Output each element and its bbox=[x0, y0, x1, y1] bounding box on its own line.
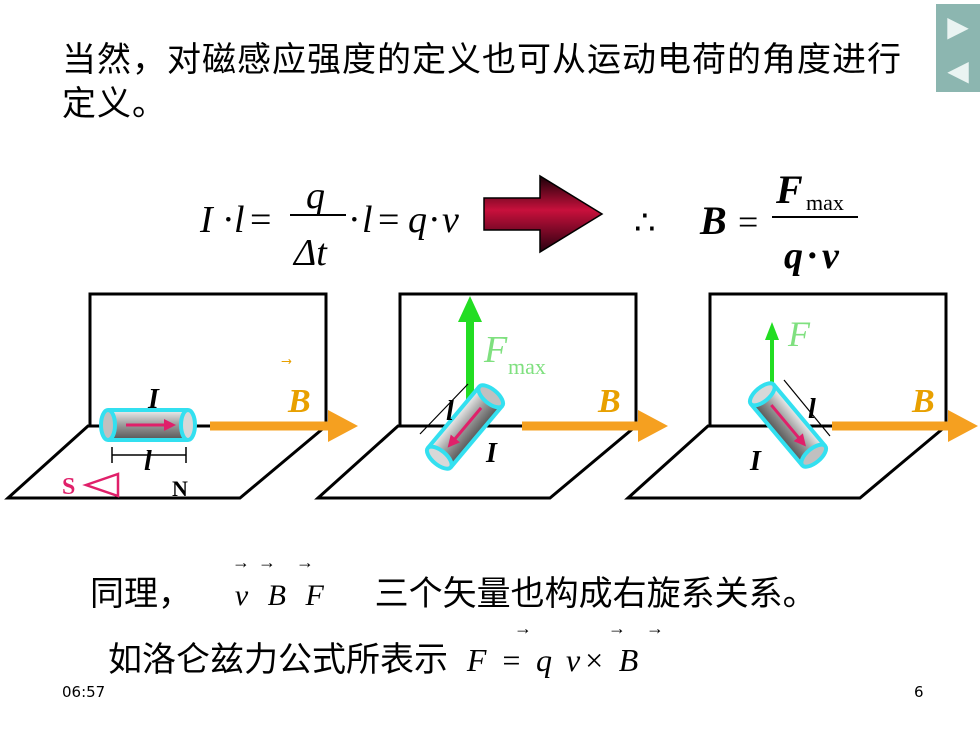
eq-q: q bbox=[408, 199, 427, 241]
svg-text:=: = bbox=[378, 199, 399, 241]
eq-B: B bbox=[699, 198, 727, 243]
svg-text:→: → bbox=[232, 552, 250, 572]
eq-q-bottom: q bbox=[784, 235, 803, 277]
label-I-2: I bbox=[485, 438, 498, 469]
svg-text:→: → bbox=[296, 552, 314, 572]
implies-arrow-icon bbox=[483, 174, 604, 254]
label-F-max-sub: max bbox=[508, 354, 546, 379]
svg-text:·: · bbox=[806, 235, 819, 277]
eq-v: v bbox=[442, 199, 459, 241]
field-arrow-icon-2 bbox=[638, 410, 668, 442]
field-arrow-icon bbox=[328, 410, 358, 442]
label-B-1: B bbox=[287, 383, 311, 420]
label-B-3: B bbox=[911, 383, 935, 420]
label-l-3: l bbox=[808, 394, 816, 425]
equation-right: ∴ B = F max q · v bbox=[634, 167, 858, 277]
panel-2: F max l I B bbox=[314, 292, 668, 500]
current-arrow-icon bbox=[164, 419, 176, 431]
force-arrow-icon bbox=[458, 296, 482, 322]
svg-text:=: = bbox=[738, 202, 758, 242]
line-2: 如洛仑兹力公式所表示 F = q v× B bbox=[108, 632, 641, 681]
equation-left: I · l = q Δt · l = q · v bbox=[199, 175, 459, 274]
vector-labels: v B F bbox=[234, 579, 330, 612]
eq-max: max bbox=[806, 190, 844, 215]
vector-arrows-line2: → → → bbox=[514, 618, 664, 638]
svg-text:→: → bbox=[258, 552, 276, 572]
eq-l-2: l bbox=[362, 199, 373, 241]
label-N: N bbox=[172, 476, 188, 501]
label-I-3: I bbox=[749, 446, 762, 477]
label-B-2: B bbox=[597, 383, 621, 420]
eq-l: l bbox=[234, 199, 245, 241]
label-l-1: l bbox=[144, 446, 152, 477]
play-right-icon[interactable]: ▶ bbox=[947, 9, 969, 43]
label-S: S bbox=[62, 474, 75, 500]
svg-text:·: · bbox=[348, 199, 361, 241]
eq-I: I bbox=[199, 199, 215, 241]
line2-text: 如洛仑兹力公式所表示 bbox=[108, 640, 448, 680]
svg-text:→: → bbox=[608, 618, 626, 638]
svg-text:→: → bbox=[514, 618, 532, 638]
slide-title: 当然，对磁感应强度的定义也可从运动电荷的角度进行定义。 bbox=[62, 40, 902, 124]
panel-3: F l I B bbox=[624, 292, 978, 500]
svg-text:⃗: ⃗ bbox=[281, 359, 292, 364]
force-arrow-icon-3 bbox=[765, 322, 779, 340]
svg-text:·: · bbox=[222, 199, 235, 241]
footer-time: 06:57 bbox=[62, 683, 106, 701]
lorentz-formula: F = q v× B bbox=[466, 642, 642, 678]
label-F-3: F bbox=[787, 314, 811, 354]
label-l-2: l bbox=[446, 396, 454, 427]
play-left-icon[interactable]: ◀ bbox=[947, 53, 969, 87]
compass-needle-icon bbox=[82, 472, 120, 498]
therefore-symbol: ∴ bbox=[634, 205, 656, 242]
line-1: 同理， v B F 三个矢量也构成右旋系关系。 bbox=[90, 566, 817, 615]
eq-delta-t: Δt bbox=[292, 232, 328, 274]
eq-q-numerator: q bbox=[306, 175, 325, 217]
slide-nav: ▶ ◀ bbox=[936, 4, 980, 92]
label-I-1: I bbox=[147, 384, 160, 415]
panel-1: I B ⃗ l S N bbox=[4, 292, 358, 501]
field-arrow-icon-3 bbox=[948, 410, 978, 442]
svg-text:·: · bbox=[428, 199, 441, 241]
label-F-max: F bbox=[483, 329, 508, 371]
line1-end: 三个矢量也构成右旋系关系。 bbox=[374, 574, 817, 614]
eq-F: F bbox=[775, 167, 803, 212]
page-number: 6 bbox=[914, 683, 924, 701]
eq-v-bottom: v bbox=[822, 235, 840, 277]
svg-text:=: = bbox=[250, 199, 271, 241]
vector-arrows-line1: → → → bbox=[232, 552, 314, 572]
line1-start: 同理， bbox=[90, 574, 192, 614]
svg-text:→: → bbox=[646, 618, 664, 638]
